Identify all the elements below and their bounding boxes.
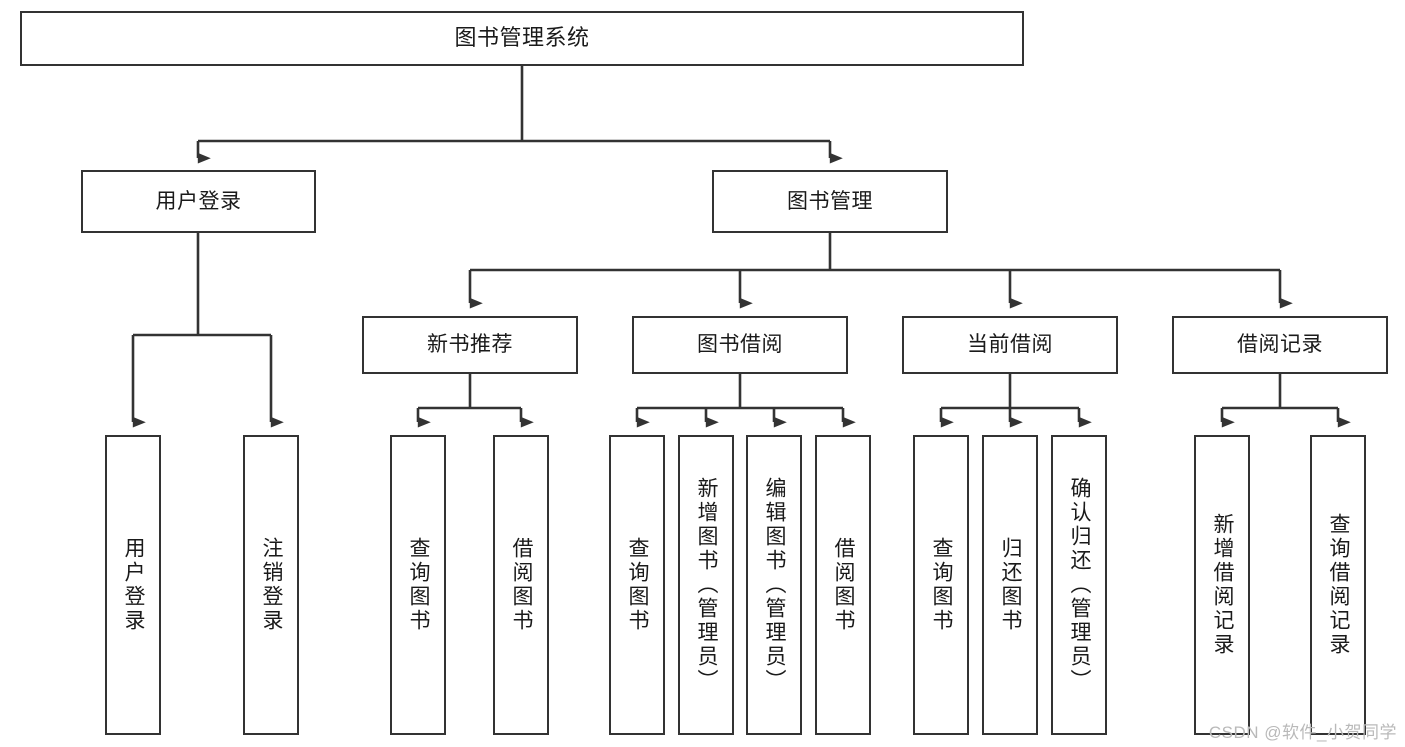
leaf-borrow-book-2-label: 借阅图书 (832, 537, 856, 633)
leaf-user-login[interactable]: 用户登录 (105, 435, 161, 735)
leaf-query-book-2[interactable]: 查询图书 (609, 435, 665, 735)
leaf-add-record[interactable]: 新增借阅记录 (1194, 435, 1250, 735)
node-current-borrow-label: 当前借阅 (967, 333, 1053, 357)
leaf-logout-label: 注销登录 (260, 537, 284, 633)
watermark: CSDN @软件_小贺同学 (1208, 723, 1397, 742)
leaf-query-book-3-label: 查询图书 (930, 537, 954, 633)
node-user-login-label: 用户登录 (155, 189, 242, 213)
leaf-query-record-label: 查询借阅记录 (1327, 513, 1351, 657)
leaf-query-book-3[interactable]: 查询图书 (913, 435, 969, 735)
leaf-logout[interactable]: 注销登录 (243, 435, 299, 735)
leaf-query-book-2-label: 查询图书 (626, 537, 650, 633)
node-book-borrow[interactable]: 图书借阅 (632, 316, 848, 374)
leaf-borrow-book-2[interactable]: 借阅图书 (815, 435, 871, 735)
leaf-add-book-label: 新增图书（管理员） (695, 477, 719, 693)
node-current-borrow[interactable]: 当前借阅 (902, 316, 1118, 374)
leaf-borrow-book-1[interactable]: 借阅图书 (493, 435, 549, 735)
node-book-manage[interactable]: 图书管理 (712, 170, 948, 233)
leaf-confirm-return[interactable]: 确认归还（管理员） (1051, 435, 1107, 735)
leaf-add-record-label: 新增借阅记录 (1211, 513, 1235, 657)
node-borrow-record[interactable]: 借阅记录 (1172, 316, 1388, 374)
node-new-book-recommend-label: 新书推荐 (427, 333, 513, 357)
leaf-query-book-1[interactable]: 查询图书 (390, 435, 446, 735)
leaf-user-login-label: 用户登录 (122, 537, 146, 633)
node-root-label: 图书管理系统 (454, 25, 590, 51)
node-root[interactable]: 图书管理系统 (20, 11, 1024, 66)
leaf-return-book-label: 归还图书 (999, 537, 1023, 633)
node-book-manage-label: 图书管理 (787, 189, 873, 213)
node-user-login[interactable]: 用户登录 (81, 170, 316, 233)
node-borrow-record-label: 借阅记录 (1237, 333, 1323, 357)
node-book-borrow-label: 图书借阅 (697, 333, 783, 357)
leaf-return-book[interactable]: 归还图书 (982, 435, 1038, 735)
leaf-add-book[interactable]: 新增图书（管理员） (678, 435, 734, 735)
leaf-edit-book[interactable]: 编辑图书（管理员） (746, 435, 802, 735)
leaf-query-book-1-label: 查询图书 (407, 537, 431, 633)
leaf-confirm-return-label: 确认归还（管理员） (1068, 477, 1092, 693)
leaf-query-record[interactable]: 查询借阅记录 (1310, 435, 1366, 735)
leaf-borrow-book-1-label: 借阅图书 (510, 537, 534, 633)
node-new-book-recommend[interactable]: 新书推荐 (362, 316, 578, 374)
leaf-edit-book-label: 编辑图书（管理员） (763, 477, 787, 693)
